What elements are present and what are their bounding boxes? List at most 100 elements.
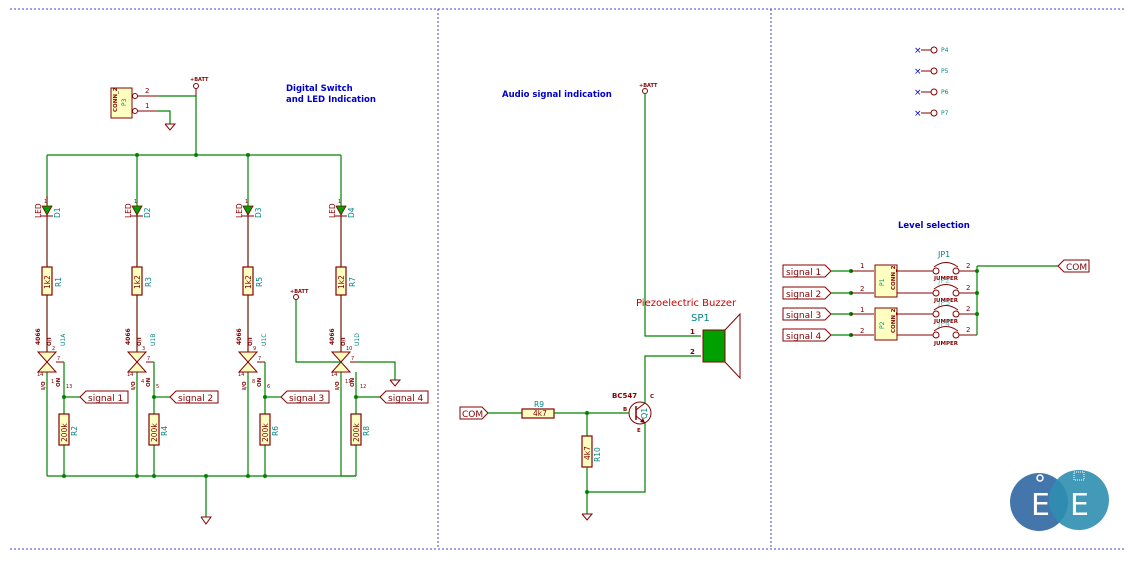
resistor-r6-value: 200k <box>261 423 270 442</box>
resistor-r3-value: 1k2 <box>133 275 142 289</box>
svg-text:13: 13 <box>66 384 72 390</box>
switch-u1d-part: 4066 <box>329 328 336 345</box>
switch-u1b[interactable] <box>126 351 148 363</box>
svg-text:3: 3 <box>142 346 145 352</box>
svg-text:signal 1: signal 1 <box>786 268 821 278</box>
com-label-audio[interactable]: COM <box>459 406 489 420</box>
piezo-buzzer-sp1[interactable] <box>702 312 741 380</box>
svg-text:14: 14 <box>238 372 244 378</box>
svg-text:signal 2: signal 2 <box>786 290 821 300</box>
power-label-switch4: +BATT <box>290 289 309 295</box>
svg-text:JUMPER: JUMPER <box>933 341 959 347</box>
svg-text:CONN_2: CONN_2 <box>891 265 897 290</box>
test-point-p5[interactable]: × P5 <box>914 67 949 77</box>
level-signal-2-label[interactable]: signal 2 <box>782 286 832 300</box>
svg-text:P6: P6 <box>941 89 949 96</box>
p3-pin-1: 1 <box>145 102 149 110</box>
level-signal-3-label[interactable]: signal 3 <box>782 307 832 321</box>
svg-text:10: 10 <box>346 346 352 352</box>
resistor-r7-ref: R7 <box>348 277 357 287</box>
connector-p2[interactable]: CONN_2 P2 <box>874 307 898 341</box>
jumper-jp2[interactable]: JP2 JUMPER <box>897 276 977 304</box>
power-flag-audio <box>642 88 648 94</box>
led-d1-ref: D1 <box>53 207 62 218</box>
svg-text:signal 3: signal 3 <box>289 394 324 404</box>
p3-pin-2: 2 <box>145 87 149 95</box>
resistor-r2[interactable] <box>58 413 70 446</box>
svg-text:1: 1 <box>134 199 137 205</box>
signal-1-label[interactable]: signal 1 <box>79 390 129 404</box>
resistor-r8-ref: R8 <box>362 426 371 436</box>
svg-text:2: 2 <box>966 305 970 313</box>
switch-u1d[interactable] <box>330 351 352 363</box>
channel-3: LED D3 1 1k2 R5 4066 U1C O/I I/O ON 9 8 … <box>235 155 281 476</box>
svg-text:E: E <box>637 428 641 434</box>
svg-text:2: 2 <box>966 262 970 270</box>
svg-text:JUMPER: JUMPER <box>933 276 959 282</box>
svg-text:14: 14 <box>331 372 337 378</box>
svg-text:JUMPER: JUMPER <box>933 298 959 304</box>
digital-switch-title-1: Digital Switch <box>286 84 353 94</box>
led-d4[interactable] <box>335 205 347 216</box>
signal-4-label[interactable]: signal 4 <box>379 390 429 404</box>
led-d3-ref: D3 <box>254 207 263 218</box>
led-d4-ref: D4 <box>347 207 356 218</box>
resistor-r9-value: 4k7 <box>533 409 547 418</box>
transistor-ref: Q1 <box>640 408 649 419</box>
jumper-jp1[interactable]: JP1 JUMPER <box>897 250 977 282</box>
svg-text:JUMPER: JUMPER <box>933 319 959 325</box>
ground-symbol-switch4 <box>389 379 402 387</box>
resistor-r2-value: 200k <box>60 423 69 442</box>
jumper-jp4[interactable]: JP4 JUMPER <box>897 319 977 347</box>
test-point-p6[interactable]: × P6 <box>914 88 949 98</box>
signal-2-label[interactable]: signal 2 <box>169 390 219 404</box>
resistor-r8-value: 200k <box>352 423 361 442</box>
level-signal-4-label[interactable]: signal 4 <box>782 328 832 342</box>
svg-text:1: 1 <box>860 262 864 270</box>
resistor-r4-ref: R4 <box>160 426 169 436</box>
led-d2[interactable] <box>131 205 143 216</box>
power-flag-top <box>193 83 199 89</box>
digital-switch-title-2: and LED Indication <box>286 95 376 105</box>
jumper-jp3[interactable]: JP3 JUMPER <box>897 298 977 325</box>
resistor-r4[interactable] <box>148 413 160 446</box>
resistor-r10-ref: R10 <box>593 447 602 462</box>
svg-text:ON: ON <box>257 377 263 387</box>
svg-text:JP1: JP1 <box>937 250 950 259</box>
svg-text:2: 2 <box>52 346 55 352</box>
connector-p3[interactable]: CONN_2 P3 2 1 <box>110 87 158 119</box>
buzzer-title: Piezoelectric Buzzer <box>636 298 737 309</box>
resistor-r9-ref: R9 <box>534 400 544 409</box>
switch-u1a[interactable] <box>36 351 58 363</box>
test-point-p4[interactable]: × P4 <box>914 46 949 56</box>
svg-text:9: 9 <box>253 346 256 352</box>
led-d2-ref: D2 <box>143 207 152 218</box>
resistor-r8[interactable] <box>350 413 362 446</box>
svg-text:1: 1 <box>51 379 54 385</box>
led-d3[interactable] <box>242 205 254 216</box>
resistor-r5-value: 1k2 <box>244 275 253 289</box>
ground-symbol-p3 <box>164 123 177 131</box>
resistor-r7-value: 1k2 <box>337 275 346 289</box>
transistor-value: BC547 <box>612 392 637 400</box>
signal-3-label[interactable]: signal 3 <box>280 390 330 404</box>
connector-p3-ref: P3 <box>121 98 128 106</box>
svg-text:I/O: I/O <box>131 381 137 390</box>
svg-text:×: × <box>914 109 922 119</box>
switch-u1c[interactable] <box>237 351 259 363</box>
resistor-r1-ref: R1 <box>54 277 63 287</box>
led-d1[interactable] <box>41 205 53 216</box>
power-flag-switch4 <box>293 294 299 300</box>
svg-text:JP2: JP2 <box>937 276 950 285</box>
com-label-level[interactable]: COM <box>1057 259 1090 273</box>
test-points: × P4 × P5 × P6 × P7 <box>914 46 949 119</box>
level-signal-1-label[interactable]: signal 1 <box>782 264 832 278</box>
test-point-p7[interactable]: × P7 <box>914 109 949 119</box>
led-d2-value: LED <box>124 203 133 218</box>
resistor-r6[interactable] <box>259 413 271 446</box>
svg-text:O/I: O/I <box>47 337 53 346</box>
connector-p1[interactable]: CONN_2 P1 <box>874 264 898 298</box>
buzzer-ref: SP1 <box>691 313 710 324</box>
svg-text:signal 3: signal 3 <box>786 311 821 321</box>
svg-text:×: × <box>914 67 922 77</box>
